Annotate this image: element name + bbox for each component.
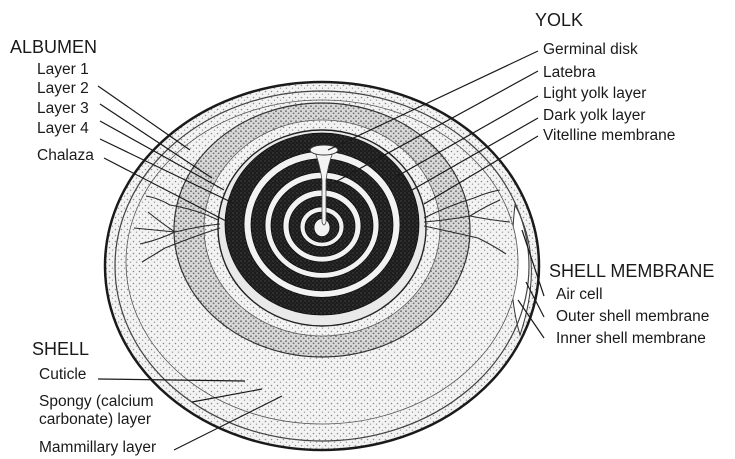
chalaza-label: Chalaza — [37, 148, 94, 164]
albumen-layer-3-label: Layer 3 — [37, 101, 89, 117]
germinal-disk — [310, 145, 338, 155]
outer-shell-membrane-label: Outer shell membrane — [556, 309, 709, 325]
light-yolk-layer-label: Light yolk layer — [543, 86, 646, 102]
germinal-disk-label: Germinal disk — [543, 42, 638, 58]
albumen-layer-2-label: Layer 2 — [37, 81, 89, 97]
spongy-layer-label: Spongy (calcium carbonate) layer — [39, 393, 189, 429]
albumen-layer-1-label: Layer 1 — [37, 62, 89, 78]
vitelline-membrane-label: Vitelline membrane — [543, 128, 675, 144]
mammillary-layer-label: Mammillary layer — [39, 440, 156, 456]
albumen-layer-4-label: Layer 4 — [37, 121, 89, 137]
dark-yolk-layer-label: Dark yolk layer — [543, 108, 646, 124]
yolk-heading: YOLK — [535, 11, 583, 29]
latebra-label: Latebra — [543, 65, 596, 81]
inner-shell-membrane-label: Inner shell membrane — [556, 331, 706, 347]
cuticle-label: Cuticle — [39, 367, 86, 383]
air-cell-label: Air cell — [556, 287, 603, 303]
shell-membrane-heading: SHELL MEMBRANE — [549, 262, 714, 280]
shell-heading: SHELL — [32, 340, 89, 358]
albumen-heading: ALBUMEN — [10, 38, 97, 56]
